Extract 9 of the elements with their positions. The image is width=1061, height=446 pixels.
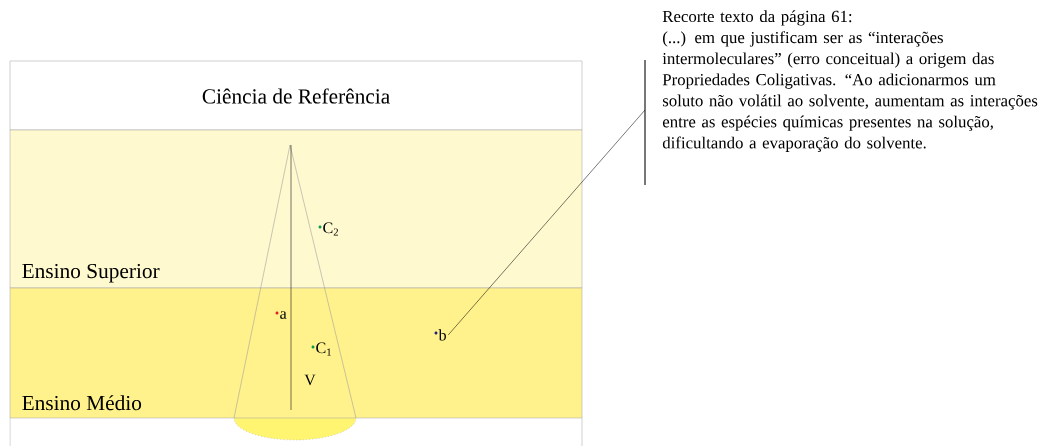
band: Ciência de Referência <box>9 60 583 131</box>
point: C$_{1}$ <box>311 342 331 356</box>
point-label: V <box>304 374 316 386</box>
point: b <box>434 329 446 341</box>
point: C$_{2}$ <box>318 222 339 236</box>
leader-line <box>447 109 646 336</box>
point: a <box>275 311 287 319</box>
callout: Recorte texto da página 61: (...) em que justificam ser as “interações intermoleculares” (erro conceitual) a origem das Propriedades Coligativas. “Ao adicionarmos um soluto não volátil ao solvente, aumentam as interações entre as espécies químicas presentes na solução, dificultando a evaporação do solvente. <box>644 10 1038 186</box>
node-label: b <box>438 329 446 341</box>
